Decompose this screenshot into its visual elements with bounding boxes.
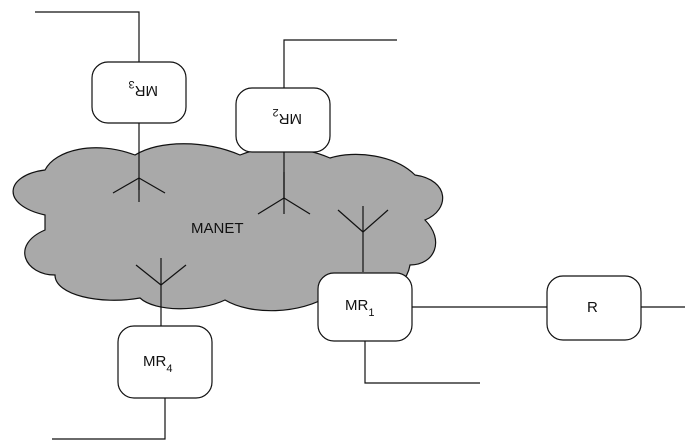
antenna-icon — [337, 206, 389, 233]
router-mr2-label: MR2 — [273, 106, 302, 127]
antenna-icon — [112, 177, 166, 202]
router-mr4-label: MR4 — [143, 353, 172, 375]
link-mr2-top — [283, 39, 397, 88]
router-mr4: MR4 — [117, 325, 213, 399]
router-mr1: MR1 — [317, 272, 413, 342]
link-mr3-top — [35, 11, 140, 62]
router-mr3-label: MR3 — [129, 78, 158, 99]
link-mr1-bottom — [364, 341, 480, 384]
cloud-label: MANET — [191, 220, 244, 237]
antenna-icon — [257, 172, 311, 215]
manet-cloud — [12, 143, 444, 312]
router-r: R — [546, 275, 642, 341]
router-mr3: MR3 — [91, 61, 187, 124]
router-r-label: R — [587, 299, 598, 316]
router-mr1-label: MR1 — [345, 297, 374, 319]
router-mr2: MR2 — [235, 87, 331, 153]
antenna-icon — [135, 258, 187, 286]
link-mr4-bottom — [52, 398, 166, 440]
